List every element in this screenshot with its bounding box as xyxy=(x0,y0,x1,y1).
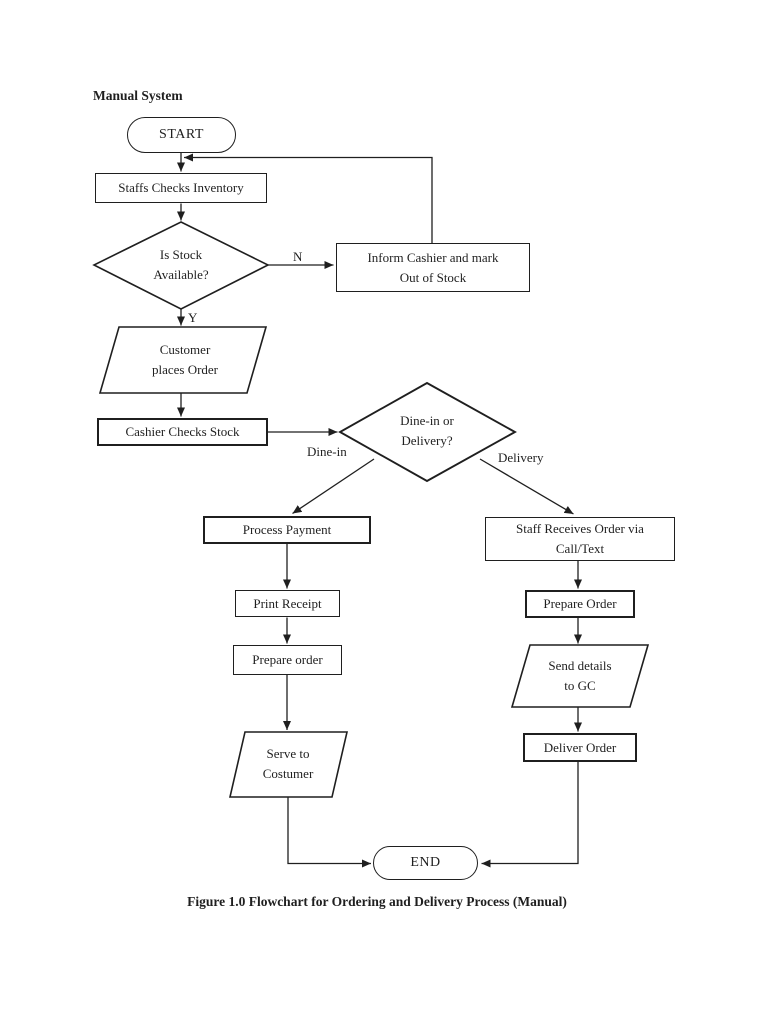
node-is-stock-available-line1: Is Stock xyxy=(159,247,203,262)
node-staff-receives-order: Staff Receives Order via Call/Text xyxy=(485,517,675,561)
node-send-details-to-gc-line1: Send details xyxy=(548,658,612,673)
io-customer-places-order-shape xyxy=(98,326,268,394)
node-process-payment: Process Payment xyxy=(203,516,371,544)
node-prepare-order-delivery: Prepare Order xyxy=(525,590,635,618)
connector-deliver-to-end xyxy=(481,762,579,868)
edge-label-yes: Y xyxy=(188,310,198,325)
decision-dine-in-or-delivery-shape xyxy=(338,381,517,483)
node-deliver-order-label: Deliver Order xyxy=(543,739,617,755)
node-cashier-checks-stock: Cashier Checks Stock xyxy=(97,418,268,446)
node-is-stock-available-line2: Available? xyxy=(153,267,209,282)
node-dine-in-or-delivery-text: Dine-in or Delivery? xyxy=(357,409,497,453)
node-process-payment-label: Process Payment xyxy=(242,522,332,537)
node-customer-places-order-line1: Customer xyxy=(159,342,211,357)
node-dine-in-or-delivery-line1: Dine-in or xyxy=(400,413,454,428)
node-serve-to-costumer-line1: Serve to xyxy=(266,746,310,761)
node-cashier-checks-stock-label: Cashier Checks Stock xyxy=(125,424,240,439)
node-serve-to-costumer-text: Serve to Costumer xyxy=(218,742,358,786)
node-staff-receives-order-line1: Staff Receives Order via xyxy=(516,521,644,536)
node-inform-cashier: Inform Cashier and mark Out of Stock xyxy=(336,243,530,292)
node-staffs-checks-inventory-label: Staffs Checks Inventory xyxy=(118,180,244,195)
node-inform-cashier-line2: Out of Stock xyxy=(399,269,467,285)
connector-serve-to-end xyxy=(287,797,371,868)
io-serve-to-costumer-shape xyxy=(228,731,349,798)
node-dine-in-or-delivery-line2: Delivery? xyxy=(401,433,453,448)
node-serve-to-costumer-line2: Costumer xyxy=(262,766,314,781)
node-deliver-order: Deliver Order xyxy=(523,733,637,762)
node-prepare-order-dine-in: Prepare order xyxy=(233,645,342,675)
node-is-stock-available-text: Is Stock Available? xyxy=(111,243,251,287)
node-send-details-to-gc-line2: to GC xyxy=(564,678,596,693)
figure-caption: Figure 1.0 Flowchart for Ordering and De… xyxy=(187,894,567,909)
edge-label-delivery: Delivery xyxy=(498,450,544,465)
node-staff-receives-order-line2: Call/Text xyxy=(555,541,605,556)
node-start-label: START xyxy=(159,127,204,142)
node-inform-cashier-line1: Inform Cashier and mark xyxy=(367,249,499,265)
edge-label-dine-in: Dine-in xyxy=(307,444,347,459)
page-title: Manual System xyxy=(93,88,183,103)
connector-inform-cashier-loopback xyxy=(184,153,433,243)
node-staffs-checks-inventory: Staffs Checks Inventory xyxy=(95,173,267,203)
node-end-label: END xyxy=(410,855,441,870)
io-send-details-to-gc-shape xyxy=(510,644,650,708)
node-end: END xyxy=(373,846,478,880)
node-print-receipt-label: Print Receipt xyxy=(253,595,322,611)
node-customer-places-order-line2: places Order xyxy=(151,362,219,377)
connector-dine-in-branch xyxy=(292,458,375,515)
node-customer-places-order-text: Customer places Order xyxy=(115,338,255,382)
node-print-receipt: Print Receipt xyxy=(235,590,340,617)
node-prepare-order-delivery-label: Prepare Order xyxy=(543,596,617,611)
edge-label-no: N xyxy=(293,249,303,264)
node-start: START xyxy=(127,117,236,153)
connector-delivery-branch xyxy=(479,458,574,515)
node-send-details-to-gc-text: Send details to GC xyxy=(510,654,650,698)
node-prepare-order-dine-in-label: Prepare order xyxy=(252,652,323,667)
